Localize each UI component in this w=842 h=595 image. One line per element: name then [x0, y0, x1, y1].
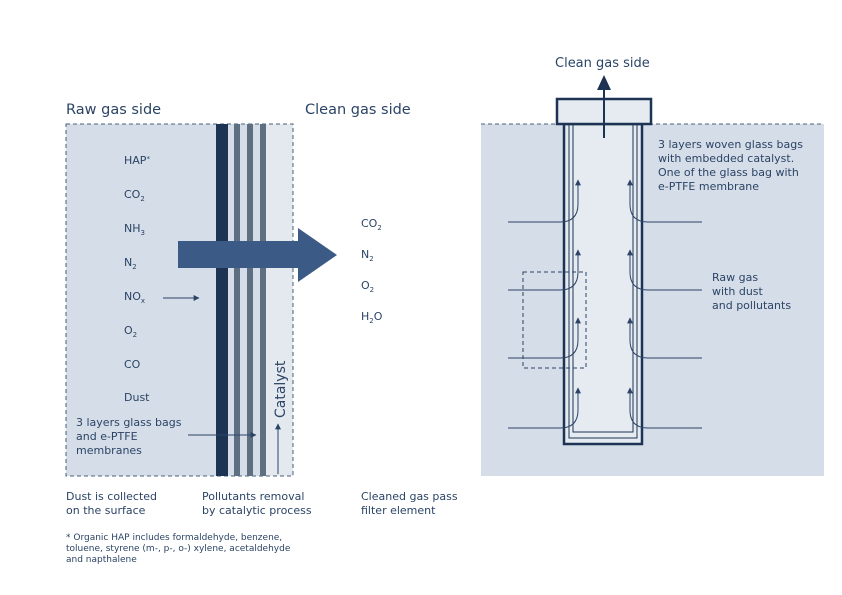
right-panel: Clean gas side 3 layers woven glass bags…	[481, 56, 824, 476]
footnote: * Organic HAP includes formaldehyde, ben…	[66, 533, 293, 565]
gas-flow-arrow	[178, 228, 337, 282]
glass-bag-layer-3	[260, 124, 266, 476]
caption-cleaned: Cleaned gas pass filter element	[361, 490, 461, 517]
detail-highlight-box	[522, 271, 587, 369]
pollutant-n2: N2	[124, 256, 137, 271]
raw-gas-chamber	[481, 124, 824, 476]
pollutant-co: CO	[124, 358, 141, 371]
woven-bags-label: 3 layers woven glass bags with embedded …	[658, 138, 806, 193]
clean-zone	[266, 124, 293, 476]
caption-dust: Dust is collected on the surface	[66, 490, 161, 517]
pollutant-list: HAP* CO2 NH3 N2 NOx O2 CO Dust	[124, 154, 150, 404]
glass-bag-layer-2	[247, 124, 253, 476]
e-ptfe-membrane-layer	[216, 124, 228, 476]
raw-gas-dashed-border	[65, 123, 294, 477]
layers-label: 3 layers glass bags and e-PTFE membranes	[76, 416, 185, 457]
left-panel: Raw gas side Clean gas side HAP* CO2 NH3…	[65, 102, 461, 565]
pollutant-nox: NOx	[124, 290, 145, 305]
catalyst-label: Catalyst	[273, 360, 289, 418]
left-flow-lines	[508, 179, 581, 429]
right-clean-gas-title: Clean gas side	[555, 56, 650, 71]
pollutant-hap: HAP*	[124, 154, 150, 167]
glass-bag-layer-1	[234, 124, 240, 476]
pollutant-co2: CO2	[124, 188, 145, 203]
output-h2o: H2O	[361, 310, 383, 325]
output-co2: CO2	[361, 217, 382, 232]
output-n2: N2	[361, 248, 374, 263]
clean-gas-out-arrowhead	[597, 75, 611, 90]
pollutant-dust: Dust	[124, 391, 150, 404]
clean-gas-side-title: Clean gas side	[305, 102, 411, 118]
right-flow-lines	[627, 179, 702, 429]
output-o2: O2	[361, 279, 374, 294]
raw-gas-side-title: Raw gas side	[66, 102, 161, 118]
raw-gas-label: Raw gas with dust and pollutants	[712, 271, 791, 312]
pollutant-nh3: NH3	[124, 222, 145, 237]
raw-gas-area	[66, 124, 293, 476]
output-gas-list: CO2 N2 O2 H2O	[361, 217, 383, 325]
caption-pollutants: Pollutants removal by catalytic process	[202, 490, 312, 517]
pollutant-o2: O2	[124, 324, 137, 339]
